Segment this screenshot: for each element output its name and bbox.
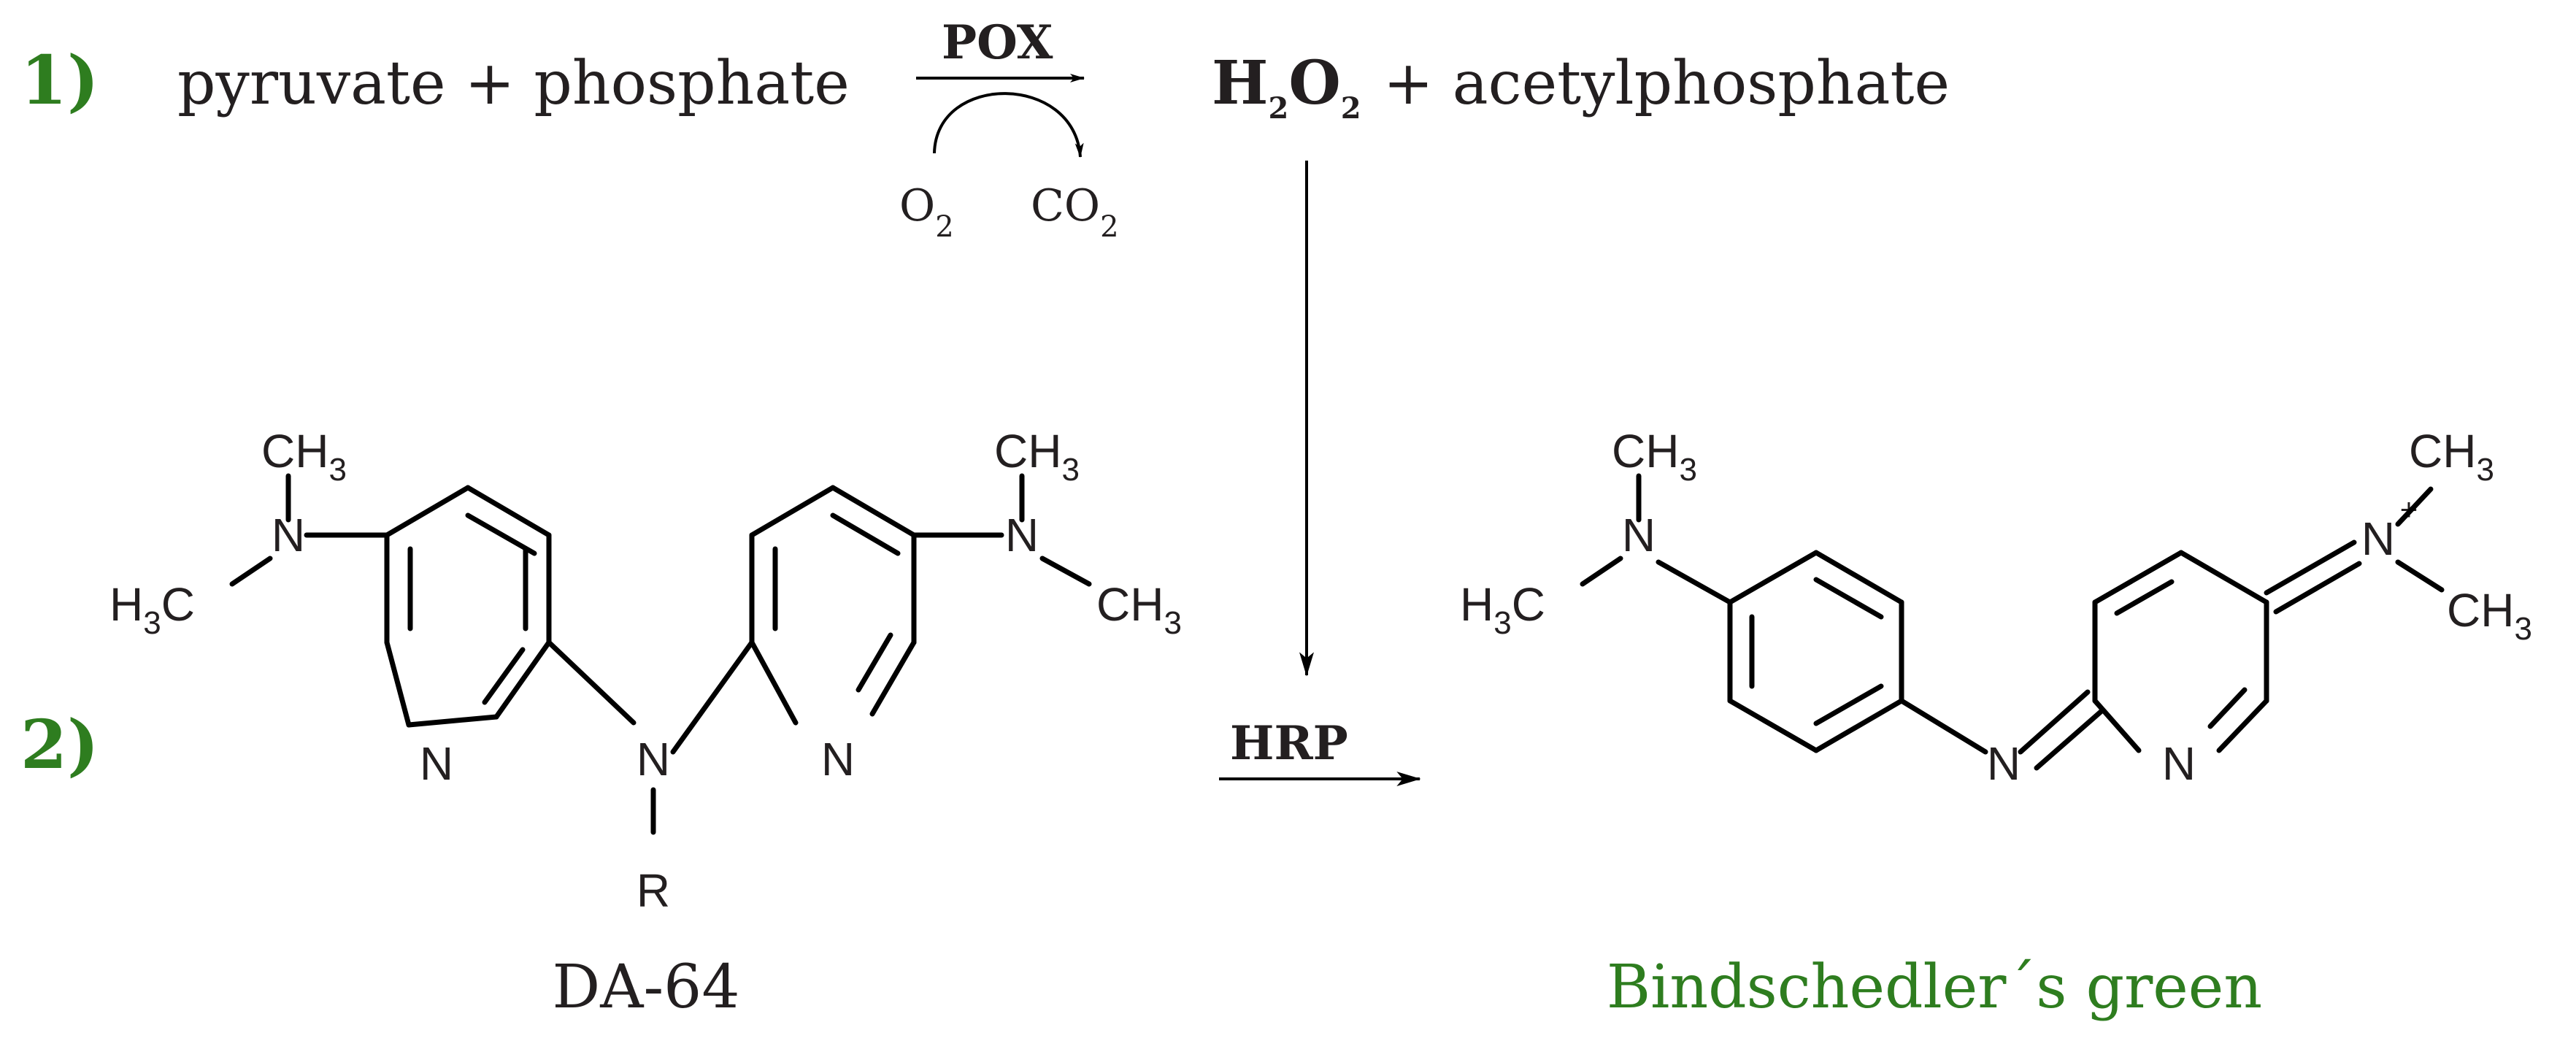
da64-left-methyl-down-bond: [229, 556, 273, 587]
enzyme-label-hrp: HRP: [1230, 716, 1348, 771]
bg-imine-double-bond-a: [2018, 689, 2091, 755]
bg-ring-nitrogen: N: [2162, 737, 2196, 790]
product-acetylphosphate: + acetylphosphate: [1383, 49, 1950, 118]
bg-right-methyl-down: CH3: [2447, 584, 2532, 647]
da64-left-ring-nitrogen: N: [420, 737, 453, 790]
reaction-2: 2) HRP N N CH3: [20, 425, 2532, 1022]
bg-benzene-ring: [1727, 550, 1904, 753]
bg-iminium-double-bond-b: [2273, 561, 2362, 615]
da64-right-bridge-bond: [670, 639, 755, 755]
bg-right-methyl-down-bond: [2395, 559, 2445, 593]
bg-left-methyl-down-bond: [1580, 556, 1623, 587]
bg-pyridine-ring: [2092, 550, 2269, 753]
cosubstrate-o2: O2: [899, 180, 954, 244]
da64-right-methyl-up: CH3: [994, 425, 1080, 488]
da64-bridge-nitrogen: N: [637, 733, 670, 785]
da64-left-bridge-bond: [546, 639, 637, 726]
bg-imine-single-bond: [1899, 698, 1988, 755]
bg-left-methyl-up: CH3: [1612, 425, 1697, 488]
da64-substituent-r: R: [637, 864, 670, 917]
da64-left-methyl-down: H3C: [109, 578, 195, 641]
reaction-1: 1) pyruvate + phosphate POX O2 CO2 H2O2 …: [20, 15, 1950, 677]
curved-arrow-o2-co2: [933, 92, 1084, 158]
bg-left-amine-bond: [1656, 559, 1733, 605]
step-label-1: 1): [20, 41, 99, 120]
step-label-2: 2): [20, 705, 99, 784]
da64-right-ring-nitrogen: N: [821, 733, 855, 785]
substrate-name-caption: DA-64: [552, 953, 739, 1022]
bindschedlers-green-structure: N CH3 H3C N: [1460, 425, 2532, 790]
bg-iminium-double-bond-a: [2264, 539, 2357, 596]
da64-right-pyridine-ring: [749, 485, 917, 726]
da64-structure: N N CH3 H3C N R: [109, 425, 1182, 917]
reactants-text: pyruvate + phosphate: [177, 49, 850, 118]
da64-right-methyl-down-bond: [1039, 556, 1092, 587]
da64-left-methyl-up: CH3: [261, 425, 347, 488]
coproduct-co2: CO2: [1031, 180, 1119, 244]
bg-left-methyl-down: H3C: [1460, 578, 1545, 641]
bg-imine-double-bond-b: [2034, 709, 2104, 771]
bg-right-methyl-up-bond: [2395, 486, 2434, 527]
product-name-caption: Bindschedler´s green: [1607, 953, 2262, 1022]
bg-imine-nitrogen: N: [1987, 737, 2021, 790]
bg-iminium-nitrogen: N: [2361, 512, 2395, 565]
da64-right-methyl-down: CH3: [1096, 578, 1182, 641]
bg-right-methyl-up: CH3: [2409, 425, 2494, 488]
product-hydrogen-peroxide: H2O2: [1212, 48, 1361, 126]
da64-left-pyridine-ring: [384, 485, 552, 728]
enzyme-label-pox: POX: [942, 15, 1053, 70]
